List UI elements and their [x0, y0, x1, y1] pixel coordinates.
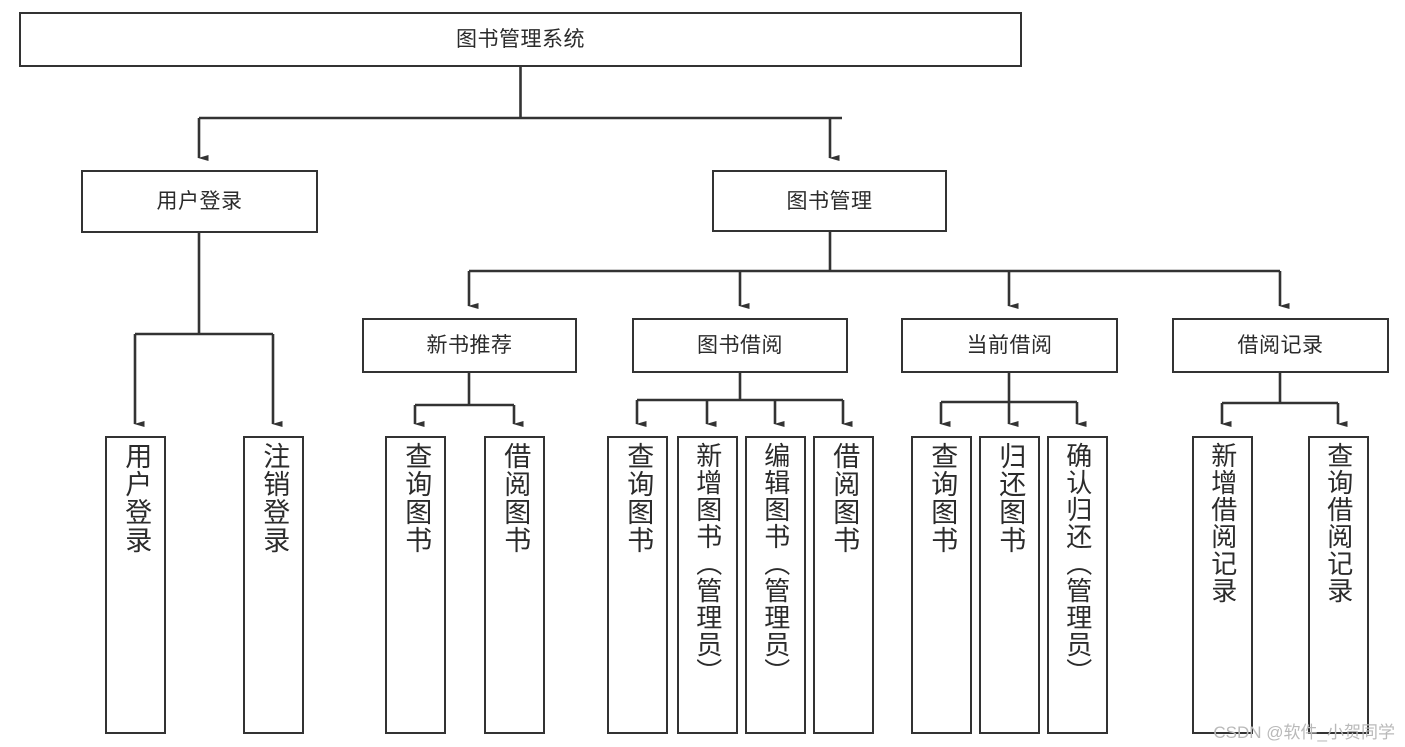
- leaf-new-book-query[interactable]: 查询图书: [385, 436, 446, 734]
- node-root-label: 图书管理系统: [456, 28, 585, 51]
- node-borrow-records[interactable]: 借阅记录: [1172, 318, 1389, 373]
- node-root[interactable]: 图书管理系统: [19, 12, 1022, 67]
- leaf-current-borrow-confirm-return[interactable]: 确认归还（管理员）: [1047, 436, 1108, 734]
- leaf-label: 新增借阅记录: [1207, 442, 1238, 604]
- leaf-book-borrow-borrow[interactable]: 借阅图书: [813, 436, 874, 734]
- leaf-current-borrow-query[interactable]: 查询图书: [911, 436, 972, 734]
- leaf-label: 查询图书: [623, 442, 654, 554]
- node-user-login[interactable]: 用户登录: [81, 170, 318, 233]
- leaf-records-query[interactable]: 查询借阅记录: [1308, 436, 1369, 734]
- leaf-label: 用户登录: [121, 442, 152, 554]
- leaf-records-add[interactable]: 新增借阅记录: [1192, 436, 1253, 734]
- node-book-management-label: 图书管理: [786, 189, 873, 213]
- node-user-login-label: 用户登录: [156, 190, 243, 213]
- leaf-current-borrow-return[interactable]: 归还图书: [979, 436, 1040, 734]
- node-book-borrow-label: 图书借阅: [697, 334, 783, 357]
- leaf-label: 确认归还（管理员）: [1062, 442, 1093, 685]
- leaf-label: 归还图书: [995, 442, 1026, 554]
- leaf-label: 新增图书（管理员）: [692, 442, 723, 685]
- leaf-user-login-signout[interactable]: 注销登录: [243, 436, 304, 734]
- leaf-new-book-borrow[interactable]: 借阅图书: [484, 436, 545, 734]
- leaf-book-borrow-query[interactable]: 查询图书: [607, 436, 668, 734]
- leaf-book-borrow-edit[interactable]: 编辑图书（管理员）: [745, 436, 806, 734]
- csdn-watermark: CSDN @软件_小贺同学: [1213, 723, 1395, 742]
- leaf-label: 查询图书: [927, 442, 958, 554]
- node-book-borrow[interactable]: 图书借阅: [632, 318, 848, 373]
- node-new-book-recommend-label: 新书推荐: [426, 334, 513, 357]
- node-new-book-recommend[interactable]: 新书推荐: [362, 318, 577, 373]
- node-current-borrow-label: 当前借阅: [966, 334, 1053, 357]
- node-book-management[interactable]: 图书管理: [712, 170, 947, 232]
- node-current-borrow[interactable]: 当前借阅: [901, 318, 1118, 373]
- leaf-label: 注销登录: [259, 442, 290, 554]
- leaf-label: 借阅图书: [500, 442, 531, 554]
- leaf-label: 编辑图书（管理员）: [760, 442, 791, 685]
- node-borrow-records-label: 借阅记录: [1237, 334, 1324, 357]
- leaf-book-borrow-add[interactable]: 新增图书（管理员）: [677, 436, 738, 734]
- leaf-label: 借阅图书: [829, 442, 860, 554]
- leaf-label: 查询图书: [401, 442, 432, 554]
- leaf-label: 查询借阅记录: [1323, 442, 1354, 604]
- leaf-user-login-signin[interactable]: 用户登录: [105, 436, 166, 734]
